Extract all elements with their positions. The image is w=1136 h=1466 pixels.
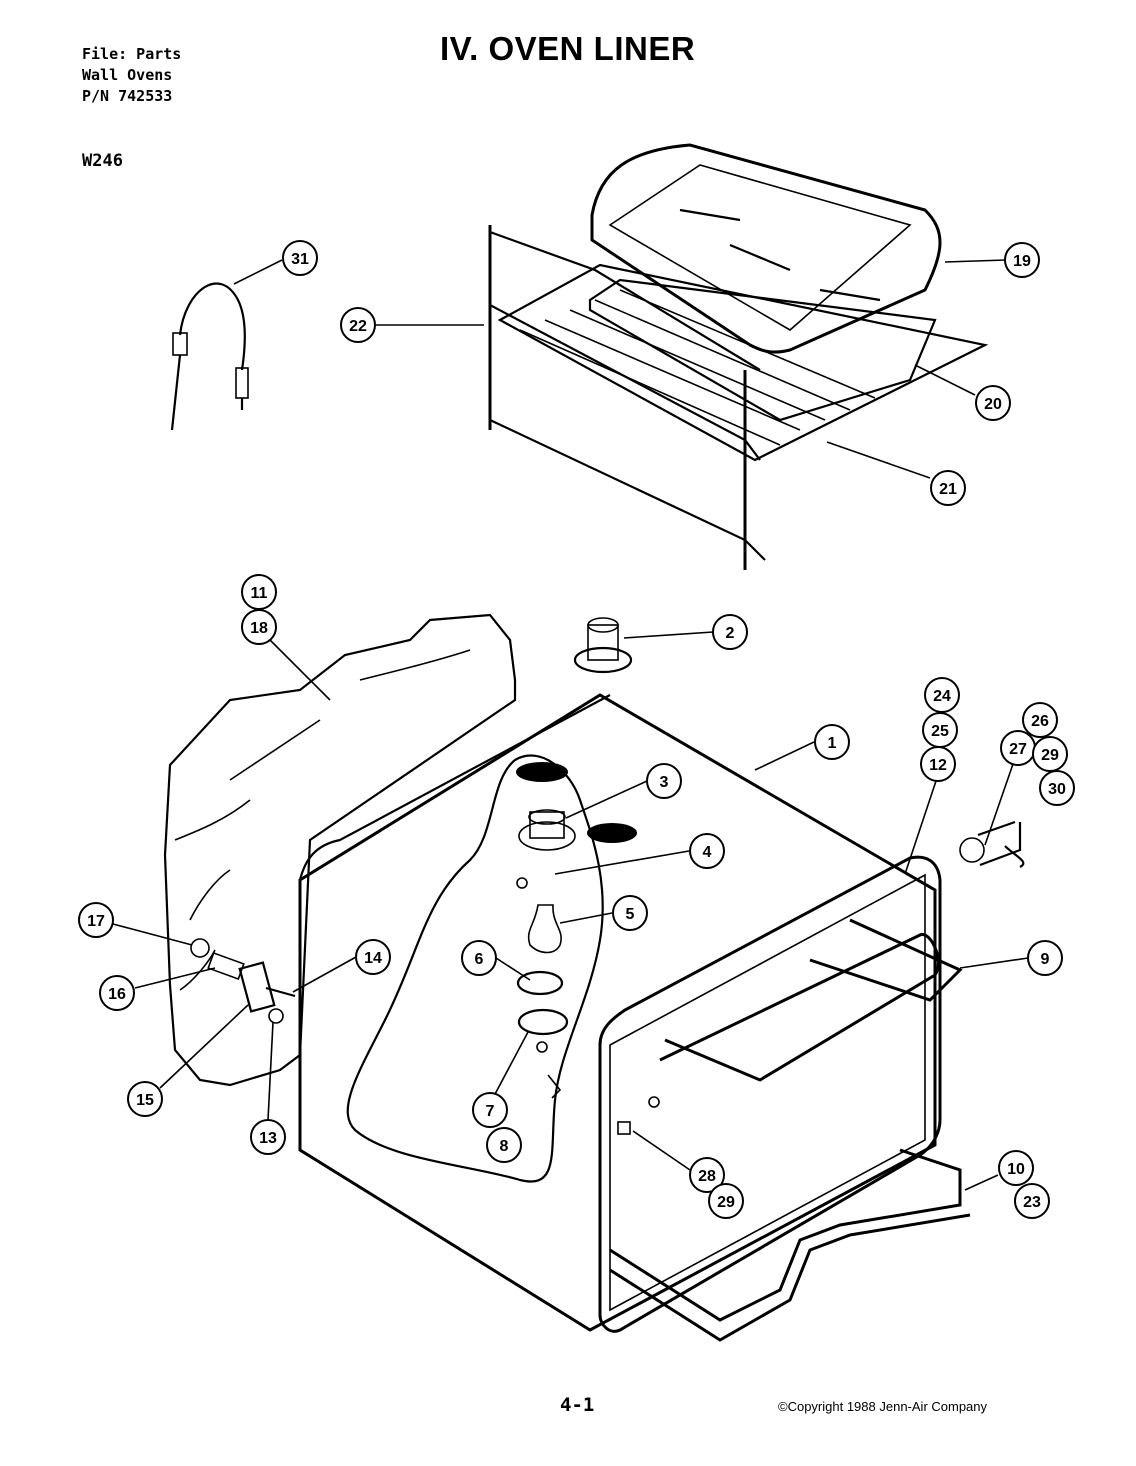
svg-text:2: 2	[726, 625, 735, 642]
copyright-notice: ©Copyright 1988 Jenn-Air Company	[778, 1399, 988, 1414]
svg-text:19: 19	[1013, 253, 1031, 270]
part-number-line: P/N 742533	[82, 87, 173, 105]
callout-23: 23	[1014, 1183, 1050, 1219]
callout-13: 13	[250, 1119, 286, 1155]
svg-text:25: 25	[931, 723, 949, 740]
svg-text:16: 16	[108, 986, 126, 1003]
svg-text:29: 29	[717, 1194, 735, 1211]
page-number: 4-1	[560, 1394, 595, 1416]
callout-11: 11	[241, 574, 277, 610]
callout-19: 19	[1004, 242, 1040, 278]
model-number: W246	[82, 151, 123, 171]
callout-12: 12	[920, 746, 956, 782]
small-parts-drawing	[190, 617, 1025, 1135]
oven-liner-drawing	[298, 693, 971, 1342]
svg-text:31: 31	[291, 251, 309, 268]
callout-22: 22	[340, 307, 376, 343]
callout-10: 10	[998, 1150, 1034, 1186]
svg-text:26: 26	[1031, 713, 1049, 730]
callout-30: 30	[1039, 770, 1075, 806]
callout-5: 5	[612, 895, 648, 931]
category-line: Wall Ovens	[82, 66, 173, 84]
callout-29-top: 29	[1032, 736, 1068, 772]
meat-probe-drawing	[170, 282, 249, 431]
svg-text:12: 12	[929, 757, 947, 774]
callout-8: 8	[486, 1127, 522, 1163]
svg-text:3: 3	[660, 774, 669, 791]
page-title: IV. OVEN LINER	[440, 30, 696, 67]
svg-text:23: 23	[1023, 1194, 1041, 1211]
callout-7: 7	[472, 1092, 508, 1128]
svg-text:4: 4	[703, 844, 712, 861]
callout-26: 26	[1022, 702, 1058, 738]
svg-text:13: 13	[259, 1130, 277, 1147]
svg-text:17: 17	[87, 913, 105, 930]
callout-31: 31	[282, 240, 318, 276]
svg-text:1: 1	[828, 735, 837, 752]
callout-1: 1	[814, 724, 850, 760]
svg-text:7: 7	[486, 1103, 495, 1120]
callout-4: 4	[689, 833, 725, 869]
callout-28: 28	[689, 1157, 725, 1193]
callout-16: 16	[99, 975, 135, 1011]
callout-29-bottom: 29	[708, 1183, 744, 1219]
leader-lines	[112, 259, 1029, 1191]
svg-text:28: 28	[698, 1168, 716, 1185]
svg-text:21: 21	[939, 481, 957, 498]
file-line: File: Parts	[82, 45, 182, 63]
callout-25: 25	[922, 712, 958, 748]
svg-text:10: 10	[1007, 1161, 1025, 1178]
svg-text:20: 20	[984, 396, 1002, 413]
svg-text:8: 8	[500, 1138, 509, 1155]
svg-text:24: 24	[933, 688, 951, 705]
svg-text:5: 5	[626, 906, 635, 923]
svg-text:6: 6	[475, 951, 484, 968]
svg-text:18: 18	[250, 620, 268, 637]
callout-27: 27	[1000, 730, 1036, 766]
svg-text:11: 11	[251, 585, 268, 602]
callout-20: 20	[975, 385, 1011, 421]
svg-text:15: 15	[136, 1092, 154, 1109]
callout-14: 14	[355, 939, 391, 975]
svg-text:22: 22	[349, 318, 367, 335]
callout-15: 15	[127, 1081, 163, 1117]
callout-6: 6	[461, 940, 497, 976]
svg-text:29: 29	[1041, 747, 1059, 764]
svg-text:30: 30	[1048, 781, 1066, 798]
callout-21: 21	[930, 470, 966, 506]
callout-17: 17	[78, 902, 114, 938]
callout-18: 18	[241, 609, 277, 645]
callout-2: 2	[712, 614, 748, 650]
svg-text:14: 14	[364, 950, 382, 967]
broiler-pan-and-racks-drawing	[488, 143, 989, 570]
callout-3: 3	[646, 763, 682, 799]
callout-24: 24	[924, 677, 960, 713]
insulation-drawing	[163, 613, 517, 1087]
svg-text:27: 27	[1009, 741, 1027, 758]
callout-9: 9	[1027, 940, 1063, 976]
svg-text:9: 9	[1041, 951, 1050, 968]
